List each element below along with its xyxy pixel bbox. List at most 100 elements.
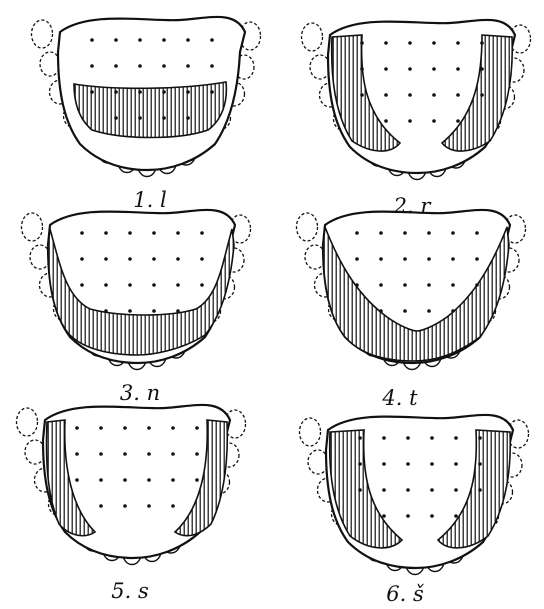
reference-dot (480, 93, 484, 97)
reference-dot (478, 436, 482, 440)
reference-dot (128, 283, 132, 287)
reference-dot (147, 452, 151, 456)
reference-dot (454, 436, 458, 440)
reference-dot (176, 231, 180, 235)
reference-dot (162, 116, 166, 120)
reference-dot (138, 90, 142, 94)
reference-dot (128, 231, 132, 235)
reference-dot (147, 504, 151, 508)
reference-dot (358, 462, 362, 466)
reference-dot (171, 504, 175, 508)
reference-dot (379, 257, 383, 261)
panel-label-r: 2. r (393, 194, 433, 218)
panel-t (297, 210, 526, 370)
reference-dot (210, 90, 214, 94)
reference-dot (430, 514, 434, 518)
reference-dot (162, 90, 166, 94)
reference-dot (403, 257, 407, 261)
reference-dot (171, 426, 175, 430)
reference-dot (128, 257, 132, 261)
reference-dot (408, 93, 412, 97)
reference-dot (382, 436, 386, 440)
reference-dot (99, 504, 103, 508)
reference-dot (406, 488, 410, 492)
reference-dot (379, 231, 383, 235)
reference-dot (80, 283, 84, 287)
reference-dot (358, 436, 362, 440)
reference-dot (195, 452, 199, 456)
reference-dot (123, 504, 127, 508)
reference-dot (200, 231, 204, 235)
tooth-1 (32, 20, 53, 48)
reference-dot (427, 309, 431, 313)
reference-dot (430, 436, 434, 440)
reference-dot (427, 257, 431, 261)
reference-dot (152, 283, 156, 287)
reference-dot (114, 90, 118, 94)
reference-dot (382, 514, 386, 518)
tongue-contact-area (74, 82, 226, 138)
reference-dot (186, 38, 190, 42)
reference-dot (90, 38, 94, 42)
reference-dot (75, 452, 79, 456)
reference-dot (128, 309, 132, 313)
panel-sh (300, 415, 529, 575)
reference-dot (403, 283, 407, 287)
reference-dot (123, 478, 127, 482)
reference-dot (408, 41, 412, 45)
reference-dot (382, 462, 386, 466)
reference-dot (406, 462, 410, 466)
panel-l (32, 17, 261, 177)
reference-dot (99, 478, 103, 482)
reference-dot (355, 283, 359, 287)
reference-dot (408, 119, 412, 123)
reference-dot (408, 67, 412, 71)
reference-dot (138, 38, 142, 42)
reference-dot (478, 488, 482, 492)
reference-dot (99, 452, 103, 456)
reference-dot (200, 257, 204, 261)
panel-label-s: 5. s (111, 579, 149, 603)
reference-dot (171, 452, 175, 456)
reference-dot (451, 283, 455, 287)
reference-dot (451, 309, 455, 313)
reference-dot (90, 64, 94, 68)
reference-dot (432, 119, 436, 123)
reference-dot (80, 257, 84, 261)
reference-dot (90, 90, 94, 94)
reference-dot (427, 283, 431, 287)
panel-r (302, 20, 531, 180)
reference-dot (152, 309, 156, 313)
reference-dot (456, 119, 460, 123)
reference-dot (358, 488, 362, 492)
reference-dot (430, 462, 434, 466)
reference-dot (430, 488, 434, 492)
reference-dot (432, 41, 436, 45)
reference-dot (138, 64, 142, 68)
reference-dot (75, 478, 79, 482)
panel-label-l: 1. l (133, 188, 166, 212)
reference-dot (403, 309, 407, 313)
reference-dot (123, 426, 127, 430)
reference-dot (138, 116, 142, 120)
reference-dot (123, 452, 127, 456)
reference-dot (379, 309, 383, 313)
reference-dot (456, 67, 460, 71)
panel-n (22, 210, 251, 370)
reference-dot (432, 93, 436, 97)
reference-dot (186, 116, 190, 120)
panel-s (17, 405, 246, 565)
reference-dot (114, 64, 118, 68)
reference-dot (176, 309, 180, 313)
reference-dot (454, 514, 458, 518)
reference-dot (382, 488, 386, 492)
reference-dot (456, 41, 460, 45)
reference-dot (104, 257, 108, 261)
tooth-1 (302, 23, 323, 51)
reference-dot (384, 93, 388, 97)
reference-dot (162, 38, 166, 42)
tooth-1 (17, 408, 38, 436)
reference-dot (176, 257, 180, 261)
reference-dot (147, 478, 151, 482)
